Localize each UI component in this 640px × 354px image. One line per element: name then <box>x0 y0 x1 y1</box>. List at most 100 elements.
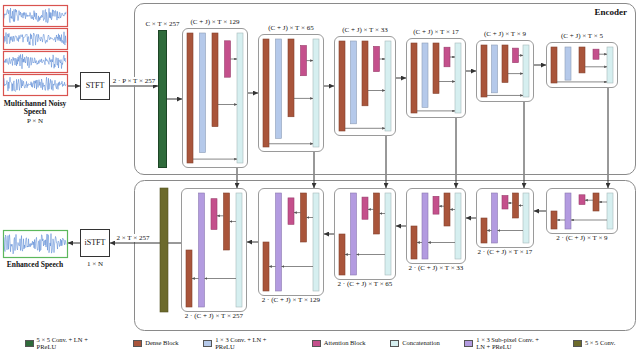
box-label: STFT <box>86 82 105 91</box>
layer-bar <box>276 39 282 138</box>
input-signal: Multichannel Noisy SpeechP × N <box>2 4 68 125</box>
inner-arrow <box>269 266 276 267</box>
legend-label: Attention Block <box>324 340 366 347</box>
inner-arrow <box>519 205 524 206</box>
flow-arrow <box>248 93 258 94</box>
layer-bar <box>502 196 508 210</box>
decoder-block: 2 · (C + J) × T × 9 <box>546 188 618 234</box>
inner-arrow <box>585 200 593 201</box>
waveform-plot <box>4 52 68 73</box>
dimension-label: (C + J) × T × 33 <box>342 27 387 35</box>
decoder-block: 2 · (C + J) × T × 33 <box>406 188 466 264</box>
flow-arrow <box>167 99 182 100</box>
layer-bar <box>422 43 428 107</box>
inner-arrow <box>231 59 238 60</box>
legend-item: Concatenation <box>390 340 440 347</box>
inner-arrow <box>380 59 386 60</box>
flow-arrow <box>396 78 406 79</box>
flow-arrow <box>466 71 476 72</box>
flow-arrow <box>237 168 238 188</box>
layer-bar <box>422 193 428 259</box>
flow-arrow <box>396 226 406 227</box>
inner-arrow <box>282 266 314 267</box>
layer-bar <box>200 33 206 153</box>
layer-bar <box>513 193 519 218</box>
inner-arrow <box>571 220 607 221</box>
flow-arrow <box>534 65 546 66</box>
layer-bar <box>433 196 439 214</box>
legend-label: 1 × 3 Conv. + LN + PReLU <box>215 337 287 351</box>
layer-bar <box>385 193 391 275</box>
inner-arrow <box>557 220 565 221</box>
layer-bar <box>385 41 391 131</box>
waveform-plot <box>4 75 68 96</box>
layer-bar <box>523 193 529 243</box>
channel-frame <box>4 231 68 258</box>
inner-arrow <box>439 81 455 82</box>
layer-bar <box>276 193 282 291</box>
layer-bar <box>492 45 498 93</box>
dimension-label: (C + J) × T × 9 <box>484 31 526 39</box>
channel-frame <box>4 52 68 73</box>
inner-arrow <box>294 98 313 99</box>
layer-bar <box>513 48 519 63</box>
layer-bar <box>224 193 230 250</box>
dimension-label: 2 · (C + J) × T × 257 <box>185 313 243 321</box>
encoder-block: (C + J) × T × 5 <box>546 42 618 88</box>
dimension-label: 2 · (C + J) × T × 9 <box>556 235 607 243</box>
conv-layer: C × T × 257 <box>158 30 167 168</box>
flow-arrow <box>456 118 457 188</box>
inner-arrow <box>450 209 455 210</box>
dimension-label: 2 · (C + J) × T × 129 <box>262 297 320 305</box>
encoder-region: C × T × 257(C + J) × T × 129(C + J) × T … <box>134 3 636 175</box>
layer-bar <box>551 47 557 83</box>
layer-bar <box>186 250 192 307</box>
flow-arrow <box>534 211 546 212</box>
layer-bar <box>288 39 294 117</box>
dimension-label: (C + J) × T × 129 <box>191 19 240 27</box>
inner-arrow <box>380 213 386 214</box>
signal-label: P × N <box>2 118 68 126</box>
inner-arrow <box>217 215 224 216</box>
output-signal: Enhanced Speech <box>2 228 68 269</box>
inner-arrow <box>368 90 385 91</box>
decoder-region <box>135 181 636 331</box>
legend-item: 1 × 3 Sub-pixel Conv. + LN + PReLU <box>464 337 548 351</box>
layer-bar <box>301 193 307 242</box>
layer-bar <box>374 193 380 234</box>
encoder-block: (C + J) × T × 129 <box>182 28 248 168</box>
inner-arrow <box>357 254 386 255</box>
layer-bar <box>593 49 599 59</box>
decoder-block: 2 · (C + J) × T × 257 <box>181 188 247 312</box>
channel-frame <box>4 6 68 27</box>
layer-bar <box>607 193 613 229</box>
inner-arrow <box>599 54 607 55</box>
waveform <box>4 32 66 46</box>
inner-arrow <box>294 212 301 213</box>
legend-label: 1 × 3 Sub-pixel Conv. + LN + PReLU <box>476 337 548 351</box>
flow-arrow <box>110 243 181 244</box>
inner-arrow <box>269 143 313 144</box>
layer-bar <box>502 45 508 82</box>
layer-bar <box>433 43 439 93</box>
layer-bar <box>607 47 613 83</box>
legend-swatch <box>203 340 212 347</box>
layer-bar <box>236 193 242 307</box>
legend: 5 × 5 Conv. + LN + PReLUDense Block1 × 3… <box>0 333 640 354</box>
flow-arrow <box>68 243 80 244</box>
waveform <box>4 8 66 23</box>
flow-arrow <box>608 88 609 188</box>
layer-bar <box>313 193 319 291</box>
dimension-label: (C + J) × T × 5 <box>561 33 603 41</box>
legend-item: 5 × 5 Conv. + LN + PReLU <box>25 337 109 351</box>
decoder-block: 2 · (C + J) × T × 65 <box>334 188 396 280</box>
flow-arrow <box>466 218 476 219</box>
legend-swatch <box>25 340 34 347</box>
inner-arrow <box>417 242 422 243</box>
encoder-block: (C + J) × T × 65 <box>258 34 324 152</box>
channel-frame <box>4 29 68 50</box>
decoder-block: 2 · (C + J) × T × 17 <box>476 188 534 248</box>
dimension-label: (C + J) × T × 17 <box>413 29 458 37</box>
layer-bar <box>313 39 319 147</box>
